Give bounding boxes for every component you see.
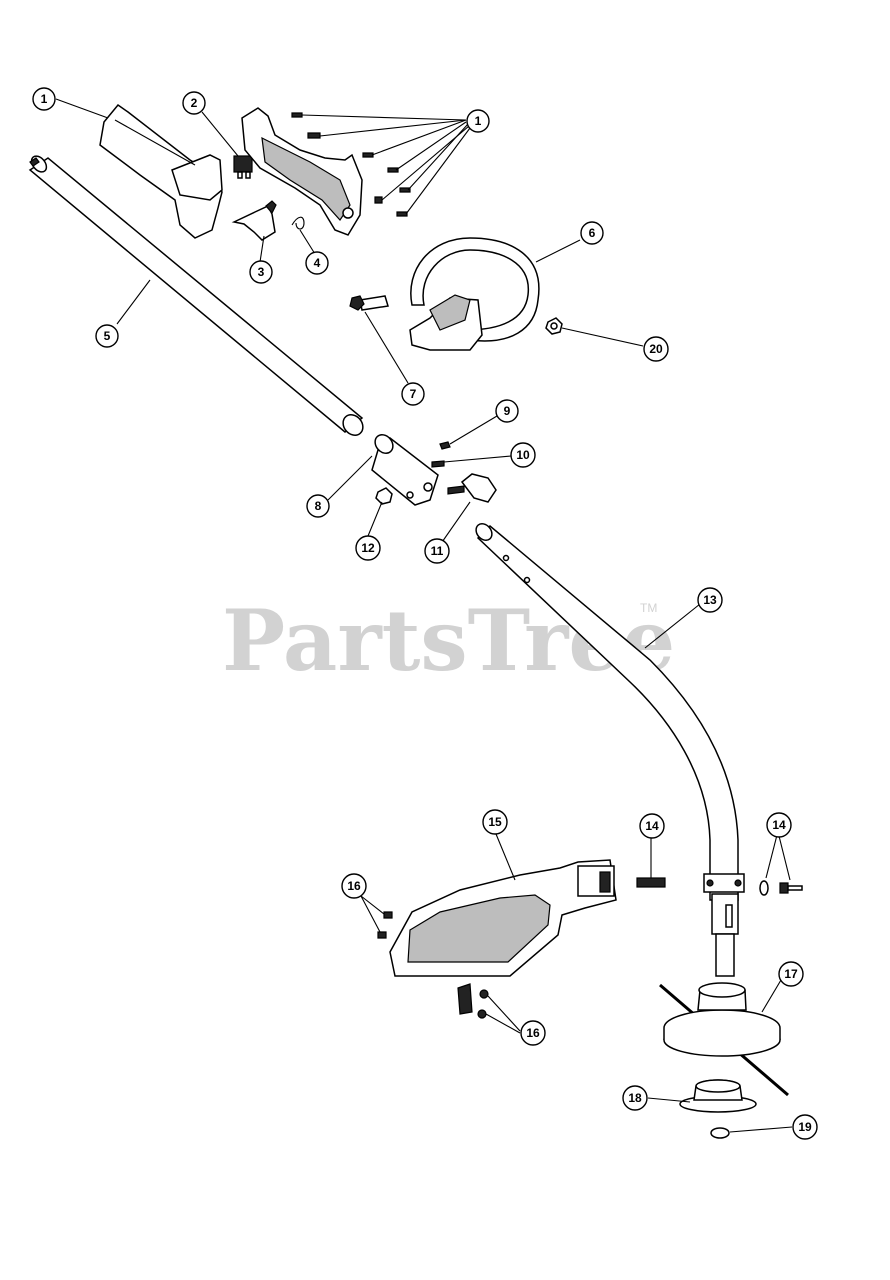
callout-20: 20 <box>643 336 669 362</box>
callout-6: 6 <box>580 221 604 245</box>
callout-17: 17 <box>778 961 804 987</box>
watermark-tm: TM <box>640 601 657 615</box>
callout-18: 18 <box>622 1085 648 1111</box>
part-lower-tube <box>475 523 739 901</box>
part-retainer <box>710 1127 730 1139</box>
callout-4-label: 4 <box>314 256 321 270</box>
callout-8: 8 <box>306 494 330 518</box>
callout-1: 1 <box>32 87 56 111</box>
part-bolt-7 <box>349 295 389 311</box>
part-upper-tube <box>28 155 364 436</box>
part-coupler <box>371 434 439 506</box>
part-handle-right-half <box>241 107 363 236</box>
leader-lines <box>55 98 793 1133</box>
callout-16-left-label: 16 <box>347 879 361 893</box>
part-nut-12 <box>375 487 393 505</box>
callout-11-label: 11 <box>431 544 444 558</box>
callout-14-left: 14 <box>639 813 665 839</box>
part-trigger <box>231 200 277 241</box>
callout-15: 15 <box>482 809 508 835</box>
callout-13-label: 13 <box>703 593 717 607</box>
callout-7: 7 <box>401 382 425 406</box>
callout-12: 12 <box>355 535 381 561</box>
part-blade-16 <box>457 983 489 1019</box>
callout-5-label: 5 <box>104 329 111 343</box>
callout-20-label: 20 <box>649 342 663 356</box>
callout-7-label: 7 <box>410 387 417 401</box>
callout-1-screws: 1 <box>466 109 490 133</box>
part-switch <box>233 155 253 179</box>
callout-8-label: 8 <box>315 499 322 513</box>
part-assist-handle <box>409 237 540 351</box>
handle-screws <box>291 112 411 217</box>
part-screw-10 <box>431 460 445 468</box>
part-handle-left-half <box>99 103 223 239</box>
part-drive-housing <box>711 893 739 977</box>
callout-1-screws-label: 1 <box>475 114 482 128</box>
callout-16-right-label: 16 <box>526 1026 540 1040</box>
callout-11: 11 <box>424 538 450 564</box>
callout-3: 3 <box>249 260 273 284</box>
callout-19-label: 19 <box>798 1120 812 1134</box>
callout-15-label: 15 <box>488 815 502 829</box>
callout-18-label: 18 <box>628 1091 642 1105</box>
callout-17-label: 17 <box>784 967 798 981</box>
callout-19: 19 <box>792 1114 818 1140</box>
part-spool-head <box>659 982 789 1097</box>
part-screw-9 <box>439 441 451 450</box>
part-washer-14-right <box>759 880 803 896</box>
callout-16-left: 16 <box>341 873 367 899</box>
callout-3-label: 3 <box>258 265 265 279</box>
callout-14-right-label: 14 <box>772 818 786 832</box>
part-guard <box>389 859 617 977</box>
callout-2: 2 <box>182 91 206 115</box>
part-tube-clamp <box>703 873 745 893</box>
callout-9-label: 9 <box>504 404 511 418</box>
callout-16-right: 16 <box>520 1020 546 1046</box>
part-spring <box>291 216 305 230</box>
part-bolt-14-left <box>636 877 666 888</box>
callout-9: 9 <box>495 399 519 423</box>
part-bump-knob <box>679 1079 757 1113</box>
callout-13: 13 <box>697 587 723 613</box>
callout-12-label: 12 <box>361 541 375 555</box>
callout-2-label: 2 <box>191 96 198 110</box>
callout-14-left-label: 14 <box>645 819 659 833</box>
part-nut-20 <box>545 317 563 335</box>
part-knob <box>447 473 497 503</box>
callout-14-right: 14 <box>766 812 792 838</box>
callout-6-label: 6 <box>589 226 596 240</box>
callout-10: 10 <box>510 442 536 468</box>
callout-1-label: 1 <box>41 92 48 106</box>
part-screws-16-left <box>377 911 393 939</box>
callout-4: 4 <box>305 251 329 275</box>
callout-5: 5 <box>95 324 119 348</box>
callout-10-label: 10 <box>516 448 530 462</box>
